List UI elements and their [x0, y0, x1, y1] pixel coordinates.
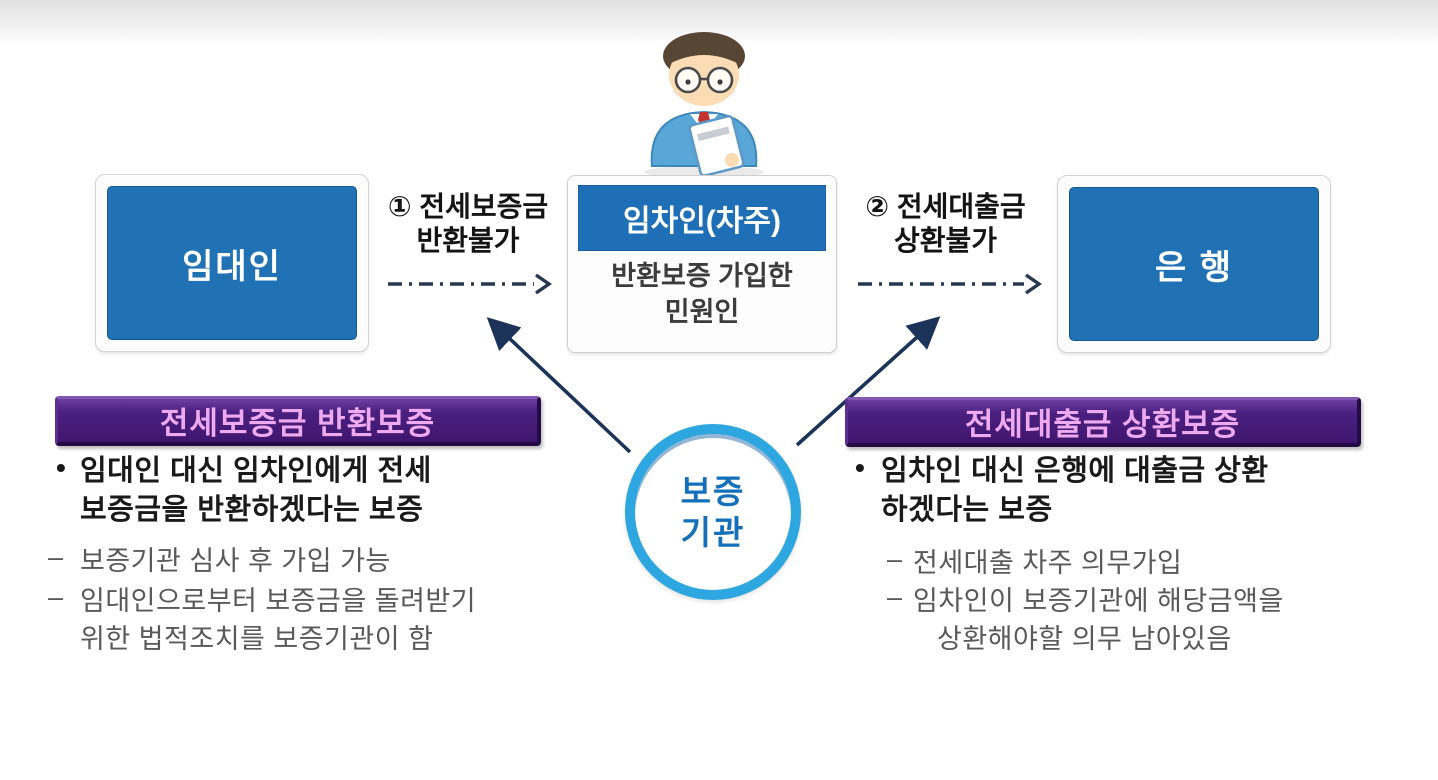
left-bullet-text: 임대인 대신 임차인에게 전세 보증금을 반환하겠다는 보증	[80, 452, 432, 530]
left-dash-list: – 보증기관 심사 후 가입 가능 – 임대인으로부터 보증금을 돌려받기 위한…	[40, 542, 580, 658]
left-section-body: • 임대인 대신 임차인에게 전세 보증금을 반환하겠다는 보증 – 보증기관 …	[40, 452, 580, 658]
right-bullet-line2: 하겠다는 보증	[881, 494, 1053, 526]
list-item-text: 보증기관 심사 후 가입 가능	[80, 542, 391, 580]
list-item-line2: 상환해야할 의무 남아있음	[937, 624, 1232, 654]
flow2-arrowhead-icon	[1025, 273, 1042, 295]
right-dash-list: – 전세대출 차주 의무가입 – 임차인이 보증기관에 해당금액을 상환해야할 …	[845, 544, 1405, 658]
guarantor-circle: 보증 기관	[625, 424, 801, 600]
bank-label: 은 행	[1154, 248, 1233, 287]
list-item: – 전세대출 차주 의무가입	[887, 544, 1405, 582]
tenant-box-header: 임차인(차주)	[578, 185, 826, 251]
flow2-label-line1: ② 전세대출금	[865, 191, 1026, 222]
guarantor-line2: 기관	[680, 514, 746, 551]
flow1-label-line1: ① 전세보증금	[387, 191, 549, 222]
tenant-description-line1: 반환보증 가입한	[611, 261, 793, 291]
bank-box-fill: 은 행	[1069, 187, 1319, 341]
landlord-label: 임대인	[182, 247, 282, 286]
list-item: – 보증기관 심사 후 가입 가능	[40, 542, 580, 580]
flow1-arrowhead-icon	[535, 273, 552, 295]
right-section-header-label: 전세대출금 상환보증	[964, 407, 1241, 442]
dash-marker: –	[887, 544, 903, 574]
list-item-text: 임대인으로부터 보증금을 돌려받기 위한 법적조치를 보증기관이 함	[80, 582, 476, 658]
right-bullet-text: 임차인 대신 은행에 대출금 상환 하겠다는 보증	[881, 452, 1269, 530]
tenant-description: 반환보증 가입한 민원인	[574, 258, 830, 330]
flow2-label: ② 전세대출금 상환불가	[843, 190, 1048, 258]
right-bullet-line1: 임차인 대신 은행에 대출금 상환	[881, 455, 1269, 487]
person-with-clipboard-icon	[644, 32, 764, 178]
dash-marker: –	[887, 582, 903, 612]
flow1-label: ① 전세보증금 반환불가	[368, 190, 568, 258]
list-item-line2: 위한 법적조치를 보증기관이 함	[80, 624, 434, 654]
tenant-description-line2: 민원인	[664, 297, 740, 327]
guarantor-line1: 보증	[680, 473, 746, 510]
dash-marker: –	[48, 582, 64, 612]
list-item-line1: 임대인으로부터 보증금을 돌려받기	[80, 586, 477, 616]
right-bullet-item: • 임차인 대신 은행에 대출금 상환 하겠다는 보증	[845, 452, 1405, 530]
left-bullet-line1: 임대인 대신 임차인에게 전세	[80, 455, 432, 487]
list-item: – 임차인이 보증기관에 해당금액을 상환해야할 의무 남아있음	[887, 582, 1405, 658]
left-bullet-line2: 보증금을 반환하겠다는 보증	[80, 494, 424, 526]
tenant-box: 임차인(차주) 반환보증 가입한 민원인	[567, 175, 837, 353]
landlord-box-fill: 임대인	[107, 186, 357, 340]
list-item-line1: 전세대출 차주 의무가입	[913, 548, 1183, 578]
left-section-header-label: 전세보증금 반환보증	[159, 406, 436, 441]
flow2-label-line2: 상환불가	[893, 225, 998, 256]
bullet-marker: •	[56, 452, 66, 483]
list-item-line1: 보증기관 심사 후 가입 가능	[80, 546, 391, 576]
left-section-header: 전세보증금 반환보증	[55, 396, 541, 446]
tenant-title: 임차인(차주)	[623, 205, 781, 238]
flow1-label-line2: 반환불가	[416, 225, 520, 256]
list-item-text: 임차인이 보증기관에 해당금액을 상환해야할 의무 남아있음	[913, 582, 1284, 658]
landlord-box: 임대인	[95, 174, 369, 352]
bank-box: 은 행	[1057, 175, 1331, 353]
dash-marker: –	[48, 542, 64, 572]
left-bullet-item: • 임대인 대신 임차인에게 전세 보증금을 반환하겠다는 보증	[40, 452, 580, 530]
right-section-body: • 임차인 대신 은행에 대출금 상환 하겠다는 보증 – 전세대출 차주 의무…	[845, 452, 1405, 658]
right-section-header: 전세대출금 상환보증	[845, 397, 1361, 447]
list-item-text: 전세대출 차주 의무가입	[913, 544, 1182, 582]
list-item: – 임대인으로부터 보증금을 돌려받기 위한 법적조치를 보증기관이 함	[40, 582, 580, 658]
bullet-marker: •	[855, 452, 865, 483]
list-item-line1: 임차인이 보증기관에 해당금액을	[913, 586, 1284, 616]
